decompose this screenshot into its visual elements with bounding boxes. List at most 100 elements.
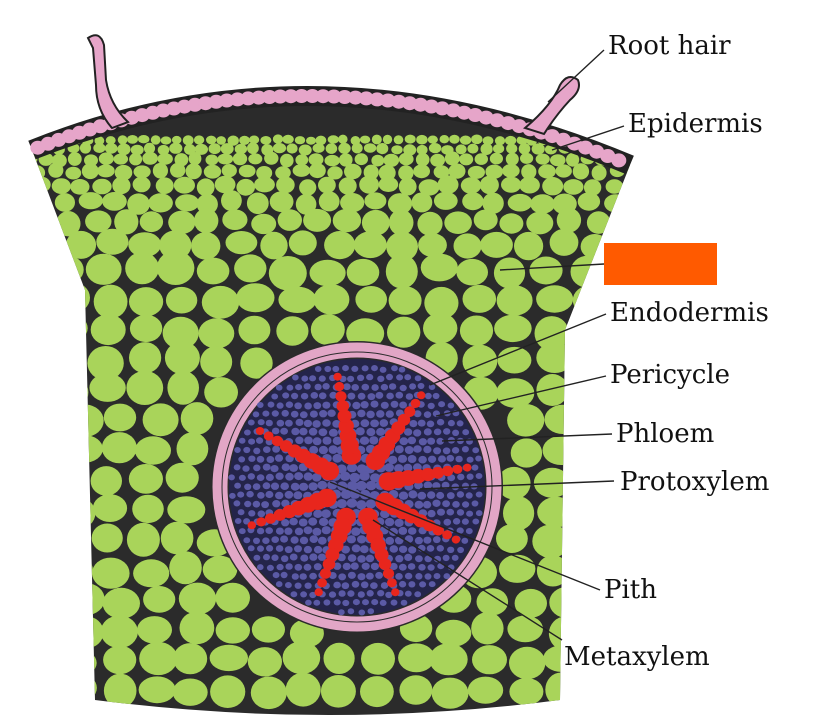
cortex-cell <box>98 152 114 165</box>
cortex-cell <box>323 642 355 675</box>
phloem-cell <box>415 555 423 563</box>
xylem-cell <box>314 588 323 597</box>
phloem-cell <box>456 509 465 516</box>
phloem-cell <box>276 402 284 409</box>
phloem-cell <box>314 383 322 391</box>
cortex-cell <box>391 145 403 155</box>
cortex-cell <box>565 526 603 554</box>
phloem-cell <box>359 545 369 554</box>
cortex-cell <box>180 402 214 435</box>
phloem-cell <box>395 555 404 563</box>
phloem-cell <box>328 445 338 454</box>
cortex-cell <box>520 152 534 164</box>
cortex-cell <box>139 641 178 676</box>
cortex-cell <box>210 675 246 708</box>
phloem-cell <box>365 554 375 563</box>
cortex-cell <box>194 143 208 155</box>
xylem-cell <box>382 568 395 579</box>
phloem-cell <box>332 436 342 445</box>
cortex-cell <box>239 135 250 145</box>
phloem-cell <box>357 392 366 400</box>
cortex-cell <box>164 341 200 375</box>
cortex-cell <box>530 194 555 214</box>
phloem-cell <box>295 384 303 391</box>
cortex-cell <box>272 134 284 144</box>
phloem-cell <box>376 427 386 436</box>
phloem-cell <box>407 527 417 535</box>
cortex-cell <box>286 143 298 154</box>
cortex-cell <box>476 588 509 616</box>
phloem-cell <box>233 500 241 507</box>
phloem-cell <box>347 608 355 615</box>
cortex-cell <box>135 436 171 465</box>
phloem-cell <box>384 517 395 527</box>
phloem-cell <box>446 508 455 516</box>
cortex-cell <box>416 144 428 155</box>
cortex-cell <box>138 676 176 704</box>
cortex-cell <box>165 286 198 314</box>
cortex-cell <box>353 231 387 259</box>
phloem-cell <box>304 436 313 445</box>
phloem-cell <box>457 546 464 554</box>
cortex-cell <box>206 135 217 145</box>
phloem-cell <box>347 571 356 579</box>
phloem-cell <box>321 509 331 518</box>
cortex-cell <box>215 617 250 644</box>
phloem-cell <box>376 410 385 418</box>
phloem-cell <box>247 473 255 480</box>
phloem-cell <box>456 491 465 498</box>
xylem-cell <box>378 558 392 570</box>
cortex-cell <box>510 438 543 468</box>
phloem-cell <box>289 517 298 526</box>
cortex-cell <box>572 285 608 316</box>
phloem-cell <box>290 410 299 418</box>
phloem-cell <box>360 419 370 428</box>
cortex-cell <box>193 135 205 145</box>
label-metaxylem: Metaxylem <box>564 642 710 672</box>
phloem-cell <box>427 437 436 445</box>
phloem-cell <box>284 527 293 535</box>
cortex-cell <box>310 314 345 346</box>
phloem-cell <box>394 445 404 454</box>
cortex-cell <box>32 404 66 437</box>
cortex-cell <box>142 151 158 165</box>
xylem-cell <box>442 465 454 477</box>
cortex-cell <box>361 209 390 236</box>
cortex-cell <box>236 178 255 196</box>
epidermis-cell <box>294 89 310 103</box>
cortex-cell <box>32 614 65 648</box>
phloem-cell <box>275 472 284 480</box>
cortex-cell <box>209 644 248 672</box>
phloem-cell <box>417 419 426 427</box>
cortex-cell <box>247 647 282 677</box>
cortex-cell <box>502 164 520 178</box>
xylem-cell <box>397 413 411 426</box>
phloem-cell <box>284 490 294 499</box>
cortex-cell <box>102 192 127 211</box>
cortex-cell <box>81 163 99 180</box>
cortex-cell <box>92 557 130 589</box>
xylem-cell <box>432 524 444 536</box>
cortex-cell <box>509 677 544 706</box>
cortex-cell <box>173 176 195 194</box>
phloem-cell <box>455 455 463 463</box>
cortex-cell <box>318 176 336 194</box>
phloem-cell <box>452 501 460 508</box>
cortex-cell <box>52 524 88 556</box>
phloem-cell <box>398 563 407 571</box>
phloem-cell <box>312 527 322 536</box>
phloem-cell <box>391 365 398 372</box>
leader-hidden-box <box>499 263 605 271</box>
phloem-cell <box>308 427 318 436</box>
cortex-cell <box>306 136 316 145</box>
xylem-cell <box>387 578 397 588</box>
phloem-cell <box>282 392 290 399</box>
phloem-cell <box>357 591 365 598</box>
phloem-cell <box>456 527 464 534</box>
phloem-cell <box>256 437 264 444</box>
phloem-cell <box>313 563 322 571</box>
cortex-cell <box>117 143 131 156</box>
phloem-cell <box>362 599 369 606</box>
cortex-cell <box>250 676 287 710</box>
cortex-cell <box>620 616 630 645</box>
